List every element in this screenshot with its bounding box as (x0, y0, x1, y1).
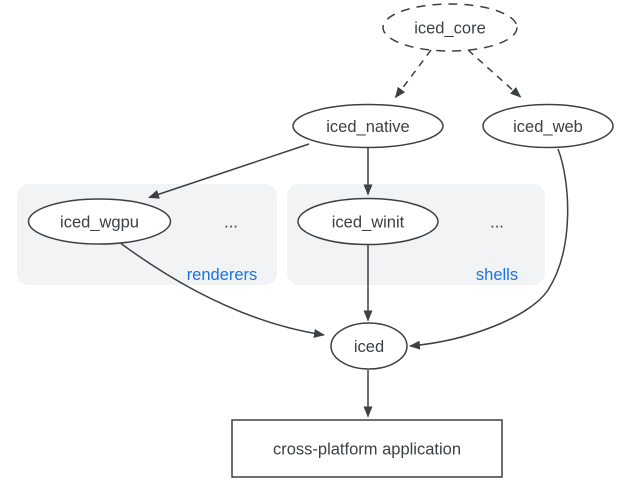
edge-iced-core-to-iced-web (467, 49, 522, 98)
node-iced-wgpu-label: iced_wgpu (60, 214, 139, 232)
node-iced-wgpu (27, 198, 172, 245)
node-iced-web (482, 103, 614, 149)
node-application-label: cross-platform application (273, 441, 461, 459)
shells-group-label: shells (476, 266, 518, 284)
node-iced-native-label: iced_native (326, 118, 409, 136)
node-iced-label: iced (354, 338, 384, 356)
node-iced-core (382, 3, 518, 52)
node-iced-native (292, 103, 444, 149)
node-application (231, 419, 503, 478)
edge-iced-native-to-iced-wgpu (148, 143, 310, 199)
node-iced (330, 322, 408, 370)
shells-ellipsis: ... (490, 214, 504, 232)
edge-iced-web-to-iced (409, 148, 569, 350)
edge-iced-core-to-iced-native (394, 49, 432, 99)
node-iced-winit-label: iced_winit (332, 214, 405, 232)
renderers-ellipsis: ... (224, 214, 238, 232)
node-iced-winit (297, 197, 439, 246)
node-iced-core-label: iced_core (414, 20, 486, 38)
node-iced-web-label: iced_web (513, 118, 583, 136)
renderers-group-label: renderers (187, 266, 258, 284)
edge-iced-wgpu-to-iced (120, 242, 325, 338)
